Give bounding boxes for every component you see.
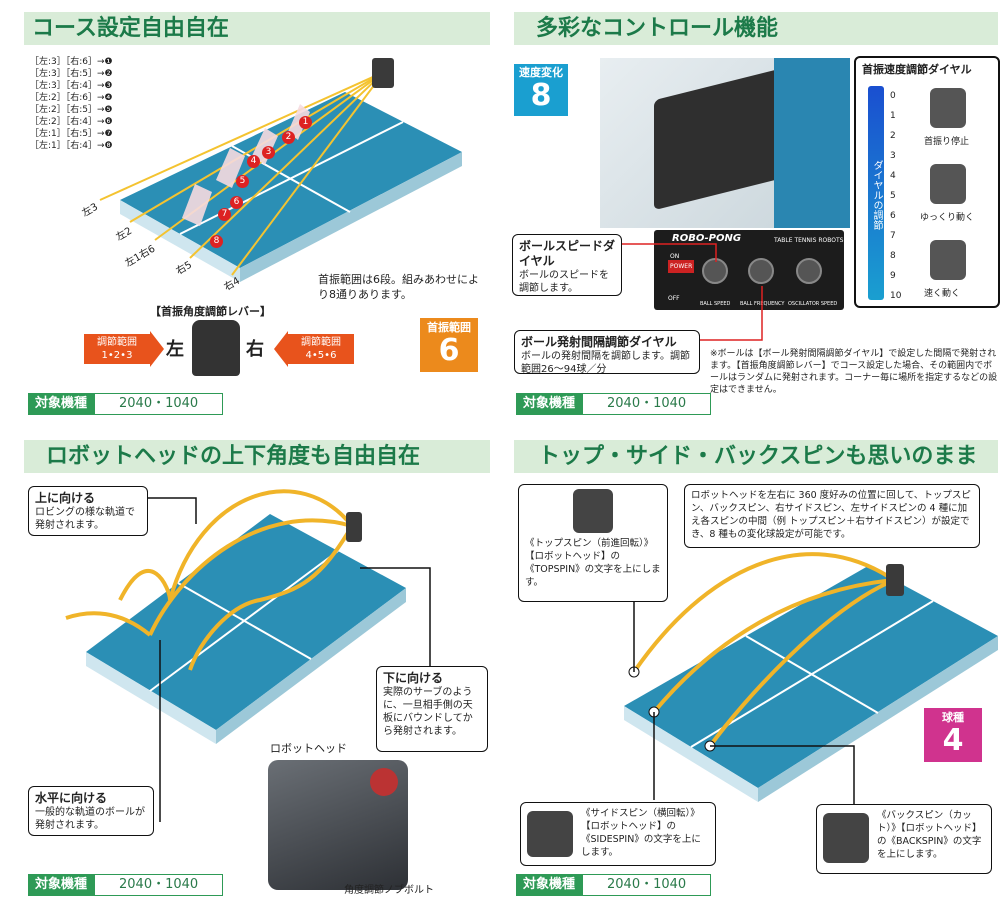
spin-table-illustration	[624, 552, 998, 808]
table-photo	[774, 58, 850, 228]
lever-left-label: 左	[166, 339, 184, 360]
section-course-setting: コース設定自由自在 1 2 3 4 5 6 7 8 ［左:3］［右:6］	[0, 0, 500, 430]
scale-tick: 1	[890, 111, 896, 121]
dial-scale-arrow	[868, 86, 884, 300]
spin-intro-callout: ロボットヘッドを左右に 360 度好みの位置に回して、トップスピン、バックスピン…	[684, 484, 980, 548]
section-title: ロボットヘッドの上下角度も自由自在	[24, 440, 490, 473]
mode-label: 首振り停止	[924, 137, 970, 147]
dial-vertical-label: ダイヤルの調節	[871, 160, 882, 230]
scale-tick: 0	[890, 91, 896, 101]
robot-head-logo-icon	[370, 768, 398, 796]
robot-head-slow-icon	[930, 164, 966, 204]
topspin-head-icon	[573, 489, 613, 533]
robot-head-fast-icon	[930, 240, 966, 280]
ball-marker: 7	[218, 208, 231, 221]
combo-item: ［左:3］［右:6］→❶	[30, 57, 113, 67]
ball-marker: 4	[247, 155, 260, 168]
scale-tick: 4	[890, 171, 896, 181]
sidespin-callout: 《サイドスピン（横回転）》【ロボットヘッド】の《SIDESPIN》の文字を上にし…	[520, 802, 716, 866]
combo-item: ［左:2］［右:4］→❻	[30, 117, 113, 127]
scale-tick: 10	[890, 291, 902, 301]
panel-label: BALL SPEED	[700, 301, 731, 307]
random-fire-note: ※ボールは【ボール発射間隔調節ダイヤル】で設定した間隔で発射されます。【首振角度…	[710, 349, 998, 395]
lever-icon	[192, 320, 240, 376]
combo-item: ［左:3］［右:4］→❸	[30, 81, 113, 91]
panel-power-label: POWER	[668, 260, 695, 273]
combo-item: ［左:2］［右:6］→❹	[30, 93, 113, 103]
scale-tick: 7	[890, 231, 896, 241]
scale-tick: 2	[890, 131, 896, 141]
callout-lines	[622, 243, 763, 341]
speed-dial-icon	[702, 258, 728, 284]
right-arrow-icon	[150, 331, 164, 367]
panel-off-label: OFF	[668, 295, 680, 302]
mode-label: ゆっくり動く	[920, 213, 975, 223]
panel-on-label: ON	[670, 253, 680, 260]
combo-item: ［左:3］［右:5］→❷	[30, 69, 113, 79]
lever-title: 【首振角度調節レバー】	[150, 305, 271, 318]
dial-scale: 0 1 2 3 4 5 6 7 8 9 10	[890, 86, 901, 306]
frequency-dial-icon	[748, 258, 774, 284]
section-head-angle: ロボットヘッドの上下角度も自由自在 上に向けるロビングの様な軌道で発射されます。…	[0, 440, 500, 907]
ball-marker: 8	[210, 235, 223, 248]
backspin-head-icon	[823, 813, 869, 863]
ball-marker: 5	[236, 175, 249, 188]
section-title: コース設定自由自在	[24, 12, 490, 45]
ball-markers: 1 2 3 4 5 6 7 8	[0, 0, 500, 430]
right-range-label: 調節範囲 4•5•6	[288, 334, 354, 364]
sidespin-head-icon	[527, 811, 573, 857]
left-arrow-icon	[274, 331, 288, 367]
ball-marker: 2	[282, 131, 295, 144]
left-range-label: 調節範囲 1•2•3	[84, 334, 150, 364]
backspin-callout: 《バックスピン（カット）》【ロボットヘッド】の《BACKSPIN》の文字を上にし…	[816, 804, 992, 874]
ball-marker: 3	[262, 146, 275, 159]
upward-callout: 上に向けるロビングの様な軌道で発射されます。	[28, 486, 148, 536]
scale-tick: 8	[890, 251, 896, 261]
scale-tick: 5	[890, 191, 896, 201]
ball-marker: 1	[299, 116, 312, 129]
ball-marker: 6	[230, 196, 243, 209]
oscillation-note: 首振範囲は6段。組みあわせにより8通りあります。	[318, 273, 479, 301]
lever-right-label: 右	[246, 339, 264, 360]
angle-table-illustration	[65, 489, 431, 822]
topspin-callout: 《トップスピン（前進回転）》【ロボットヘッド】の《TOPSPIN》の文字を上にし…	[518, 484, 668, 602]
mode-label: 速く動く	[924, 289, 961, 299]
combo-item: ［左:1］［右:4］→❽	[30, 141, 113, 151]
section-spin-types: トップ・サイド・バックスピンも思いのまま ロボットヘッドを左右に 360 度好み…	[504, 440, 1008, 907]
panel-label: OSCILLATOR SPEED	[788, 301, 838, 307]
robot-head-stop-icon	[930, 88, 966, 128]
section-title: トップ・サイド・バックスピンも思いのまま	[514, 440, 998, 473]
combo-item: ［左:2］［右:5］→❺	[30, 105, 113, 115]
knob-bolt-label: 角度調節ノブボルト	[344, 885, 434, 896]
downward-callout: 下に向ける実際のサーブのように、一旦相手側の天板にバウンドしてから発射されます。	[376, 666, 488, 752]
combo-item: ［左:1］［右:5］→❼	[30, 129, 113, 139]
robot-head-label: ロボットヘッド	[270, 742, 347, 755]
panel-brand: ROBO-PONG	[672, 233, 742, 244]
combo-list: ［左:3］［右:6］→❶ ［左:3］［右:5］→❷ ［左:3］［右:4］→❸ ［…	[30, 56, 113, 152]
ball-speed-dial-callout: ボールスピードダイヤルボールのスピードを調節します。	[512, 234, 622, 296]
panel-subtitle: TABLE TENNIS ROBOTS	[774, 237, 844, 244]
section-title: 多彩なコントロール機能	[514, 12, 998, 45]
scale-tick: 9	[890, 271, 896, 281]
oscillator-dial-icon	[796, 258, 822, 284]
ball-interval-dial-callout: ボール発射間隔調節ダイヤルボールの発射間隔を調節します。調節範囲26〜94球／分	[514, 330, 700, 375]
scale-tick: 3	[890, 151, 896, 161]
scale-tick: 6	[890, 211, 896, 221]
horizontal-callout: 水平に向ける一般的な軌道のボールが発射されます。	[28, 786, 154, 836]
